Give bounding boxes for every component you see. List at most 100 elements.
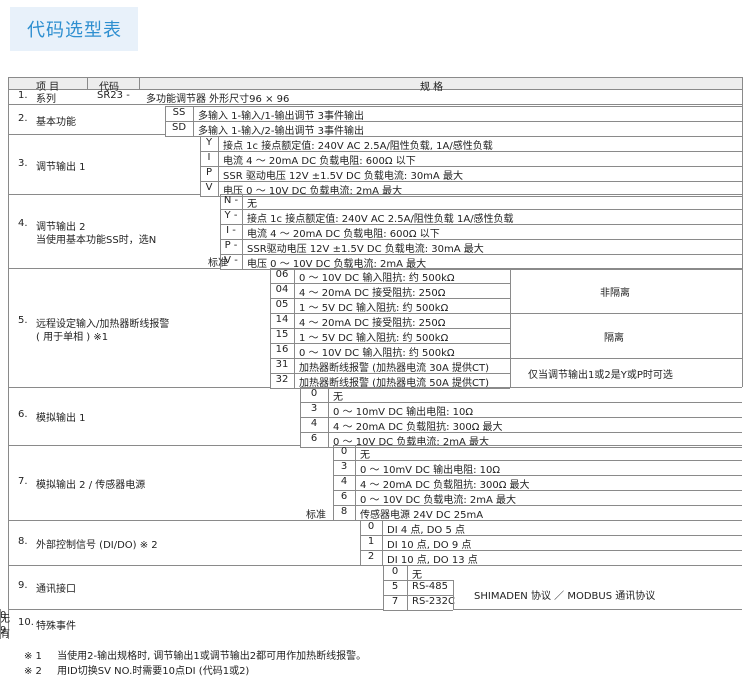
row-5-option-desc: 4 ～ 20mA DC 接受阻抗: 250Ω [299,288,446,299]
row-4-option-line [220,269,742,270]
row-8-top [360,520,742,521]
row-10-option-code: 0 [0,610,7,621]
row-7-option-desc: 传感器电源 24V DC 25mA [360,510,484,521]
row-3-option-line [200,181,742,182]
remote-notes-line-1 [510,313,742,314]
row-10-code-left [0,609,1,639]
row-9-separator [8,609,383,610]
row-7-code-divider [355,445,356,520]
row-3-label: 调节输出 1 [36,162,86,173]
row-4-option-desc: 接点 1c 接点额定值: 240V AC 2.5A/阻性负载 1A/感性负载 [247,214,514,225]
row-5-option-code: 14 [275,314,289,325]
row-6-option-code: 3 [310,403,318,414]
row-7-top [333,445,742,446]
row-3-option-line [200,166,742,167]
row-9-option-code: 0 [391,566,399,577]
row-8-label: 外部控制信号 (DI/DO) ※ 2 [36,539,158,551]
row-10-option-desc: 有 [0,629,10,640]
header-top-line [8,77,742,78]
table-right-border [742,77,743,387]
row-6-option-line [300,417,742,418]
row-3-code-left [200,136,201,196]
row-3-option-code: P [205,167,213,178]
footnote-text: 用ID切换SV NO.时需要10点DI (代码1或2) [57,666,250,677]
row-4-option-desc: SSR驱动电压 12V ±1.5V DC 负载电流: 30mA 最大 [247,244,484,255]
row-6-option-line [300,402,742,403]
table-left-border [8,77,9,639]
row-3-option-line [200,151,742,152]
row-4-sublabel: 当使用基本功能SS时，选N [36,235,157,246]
row-4-option-desc: 无 [247,199,257,210]
row-6-option-line [300,447,742,448]
row-5-option-code: 32 [275,374,289,385]
series-desc: 多功能调节器 外形尺寸96 × 96 [146,94,290,105]
header-divider-1 [87,77,88,89]
row-7-option-line [333,505,742,506]
row-9-option-desc: RS-485 [412,581,448,592]
row-2-option-code: SS [172,107,186,118]
row-7-option-line [333,475,742,476]
row-4-option-code: V - [224,255,238,266]
row-6-option-code: 6 [310,433,318,444]
row-7-option-desc: 无 [360,450,370,461]
row-6-option-desc: 0 ～ 10mV DC 输出电阻: 10Ω [333,407,473,418]
row-6-option-code: 0 [310,388,318,399]
remote-notes-bottom [510,387,742,388]
row-6-option-line [300,432,742,433]
row-5-option-desc: 1 ～ 5V DC 输入阻抗: 约 500kΩ [299,303,449,314]
remote-notes-line-2 [510,358,742,359]
row-8-option-desc: DI 4 点, DO 5 点 [387,525,466,536]
footnote-mark: ※ 2 [24,666,42,677]
footnote-1: ※ 1 当使用2-输出规格时, 调节输出1或调节输出2都可用作加热断线报警。 [24,647,366,662]
row-3-top [200,136,742,137]
row-7-option-desc: 0 ～ 10mV DC 输出电阻: 10Ω [360,465,500,476]
remote-note-nonisolated: 非隔离 [600,288,630,299]
row-6-option-desc: 4 ～ 20mA DC 负载阻抗: 300Ω 最大 [333,422,503,433]
row-5-option-desc: 加热器断线报警 (加热器电流 30A 提供CT) [299,363,489,374]
series-code: SR23 - [97,90,130,101]
row-5-option-desc: 0 ～ 10V DC 输入阻抗: 约 500kΩ [299,348,455,359]
row-7-number: 7. [18,475,28,487]
row-2-option-desc: 多输入 1-输入/1-输出调节 3事件输出 [198,111,365,122]
row-8-option-code: 1 [367,536,375,547]
row-8-option-desc: DI 10 点, DO 13 点 [387,555,478,566]
row-5-top [270,268,742,269]
row-1-number: 1. [18,89,28,101]
row-7-label: 模拟输出 2 / 传感器电源 [36,479,146,491]
row-8-code-left [360,520,361,565]
row-5-option-line [270,358,510,359]
row-10-label: 特殊事件 [36,621,76,632]
header-bottom-line [8,89,742,90]
row-5-option-desc: 4 ～ 20mA DC 接受阻抗: 250Ω [299,318,446,329]
row-9-label: 通讯接口 [36,584,76,595]
row-9-option-line [383,610,453,611]
row-8-option-line [360,535,742,536]
row-2-option-code: SD [171,122,187,133]
row-2-label: 基本功能 [36,117,76,128]
row-10-option-desc: 无 [0,614,10,625]
row-4-option-desc: 电压 0 ～ 10V DC 负载电流: 2mA 最大 [247,259,427,270]
row-6-separator [8,445,300,446]
comm-note: SHIMADEN 协议 ／ MODBUS 通讯协议 [474,591,656,602]
row-9-top [383,565,742,566]
row-3-code-divider [218,136,219,196]
row-7-option-line [333,460,742,461]
row-3-option-desc: 接点 1c 接点额定值: 240V AC 2.5A/阻性负载, 1A/感性负载 [223,141,493,152]
row-4-option-code: I - [226,225,236,236]
row-10-number: 10. [18,617,34,628]
row-5-option-code: 31 [275,359,289,370]
row-5-option-desc: 1 ～ 5V DC 输入阻抗: 约 500kΩ [299,333,449,344]
comm-note-bottom [453,609,742,610]
row-9-code-divider [407,565,408,610]
row-3-number: 3. [18,158,28,169]
row-4-label: 调节输出 2 [36,222,86,233]
row-2-code-divider [193,106,194,136]
row-7-option-code: 3 [340,461,348,472]
row-5-standard-label: 标准 [208,258,228,269]
row-5-option-code: 05 [275,299,289,310]
header-spec-cell [139,77,742,89]
row-4-option-line [220,254,742,255]
row-4-option-line [220,209,742,210]
header-item-cell [8,77,87,89]
row-7-code-left [333,445,334,520]
